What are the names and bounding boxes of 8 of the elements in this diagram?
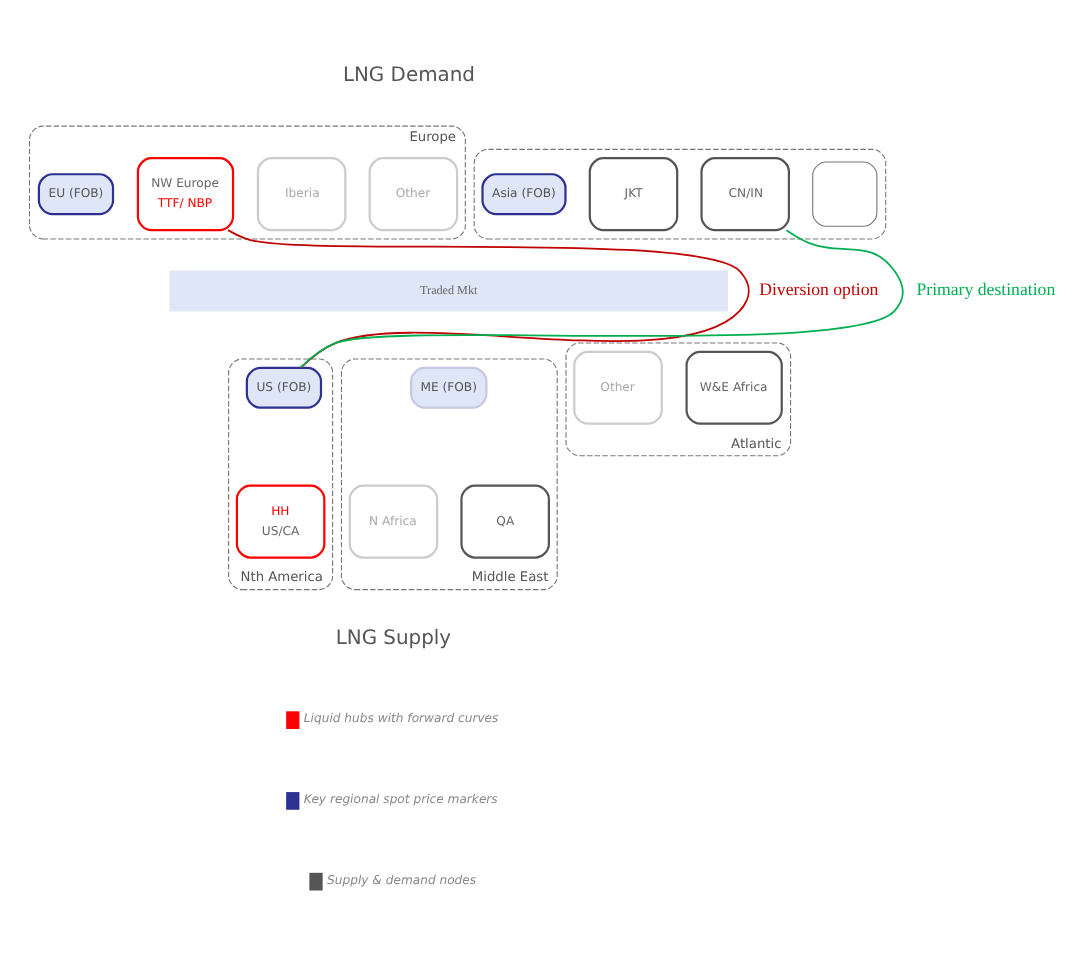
label: LNG Demand — [342, 65, 475, 88]
label: LNG Supply — [335, 628, 452, 651]
connector — [227, 229, 750, 369]
edge-label: Diversion option — [759, 279, 879, 300]
node-box — [812, 161, 878, 227]
edge-label: Primary destination — [916, 279, 1056, 300]
cluster — [473, 148, 887, 240]
connector — [299, 229, 904, 369]
